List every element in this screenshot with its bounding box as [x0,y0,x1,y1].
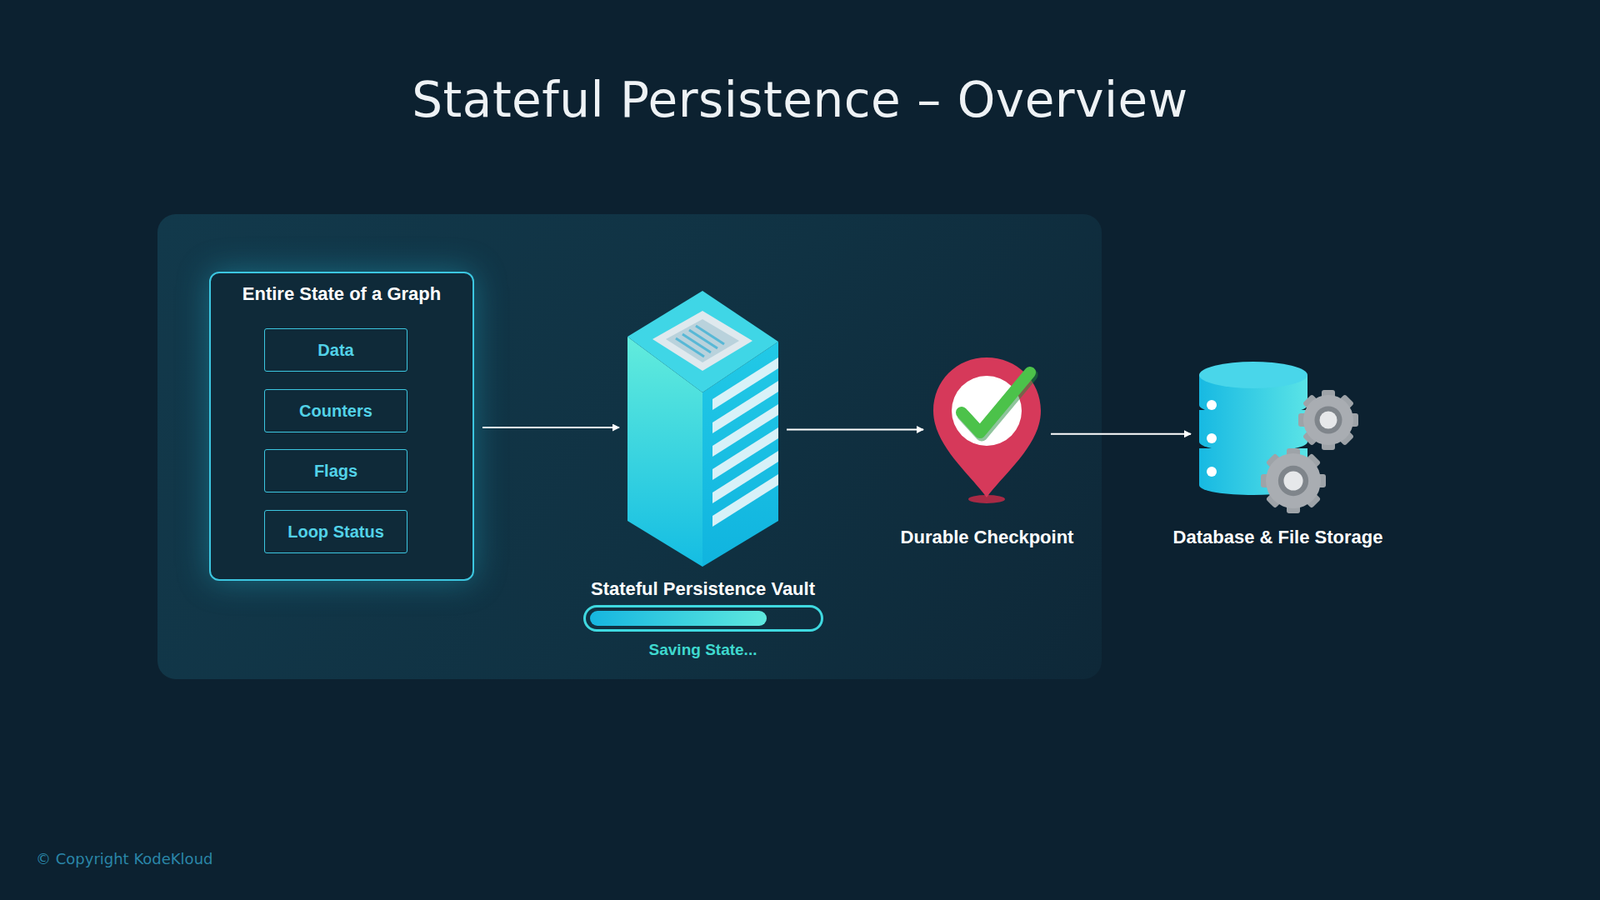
state-item-box: Flags [264,449,408,493]
node-label: Durable Checkpoint [900,526,1075,549]
copyright-note: © Copyright KodeKloud [35,850,213,868]
database-icon [1199,360,1357,515]
item-label: Data [317,340,354,360]
flow-arrow [786,429,924,431]
flow-arrow [1050,433,1191,435]
node-label: Database & File Storage [1173,526,1384,549]
flow-arrow [482,426,620,429]
state-item-box: Loop Status [264,510,408,554]
item-label: Loop Status [287,522,385,542]
progress-fill [590,610,767,626]
item-label: Counters [299,401,373,421]
vault-node: Stateful Persistence VaultSaving State..… [627,290,779,567]
node-label: Stateful Persistence Vault [590,578,815,600]
state-item-box: Counters [264,389,408,433]
progress-bar [583,605,824,632]
storage-node: Database & File Storage [1199,360,1357,515]
state-item-box: Data [264,328,408,372]
vault-icon [627,290,779,567]
status-text: Saving State... [649,640,758,660]
box-heading: Entire State of a Graph [210,283,473,305]
item-label: Flags [314,461,358,481]
diagram-title: Stateful Persistence – Overview [0,71,1600,129]
checkpoint-node: Durable Checkpoint [931,357,1043,504]
checkpoint-pin-icon [931,357,1043,504]
state-box: Entire State of a GraphDataCountersFlags… [209,271,475,581]
